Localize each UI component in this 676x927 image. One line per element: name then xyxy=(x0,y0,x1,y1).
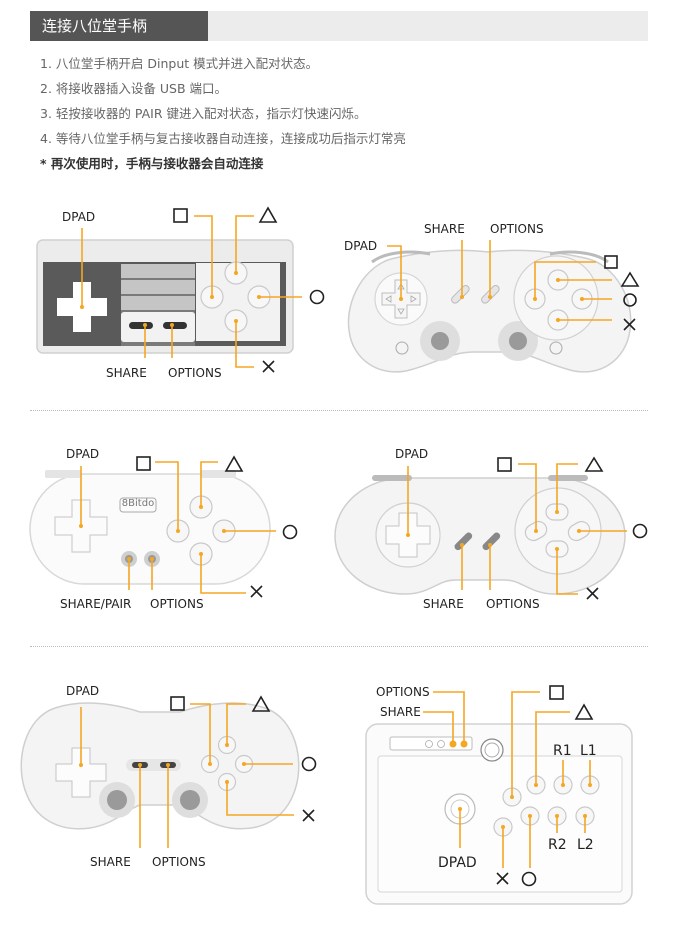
n30-controller xyxy=(20,695,317,848)
c3-dpad-label: DPAD xyxy=(66,447,100,461)
arcade-stick xyxy=(365,685,633,905)
c3-options-label: OPTIONS xyxy=(150,597,204,611)
c2-options-label: OPTIONS xyxy=(490,222,544,236)
c1-share-label: SHARE xyxy=(106,366,147,380)
step-4: 4. 等待八位堂手柄与复古接收器自动连接，连接成功后指示灯常亮 xyxy=(40,131,406,146)
reconnect-note: * 再次使用时，手柄与接收器会自动连接 xyxy=(40,156,264,171)
section-title: 连接八位堂手柄 xyxy=(30,11,208,41)
section-header: 连接八位堂手柄 xyxy=(30,11,648,41)
c6-l2-label: L2 xyxy=(577,837,594,853)
step-1: 1. 八位堂手柄开启 Dinput 模式并进入配对状态。 xyxy=(40,56,319,71)
c4-share-label: SHARE xyxy=(423,597,464,611)
c2-share-label: SHARE xyxy=(424,222,465,236)
c6-dpad-label: DPAD xyxy=(438,855,477,871)
c5-share-label: SHARE xyxy=(90,855,131,869)
instruction-list: 1. 八位堂手柄开启 Dinput 模式并进入配对状态。 2. 将接收器插入设备… xyxy=(40,54,406,179)
c6-l1-label: L1 xyxy=(580,743,597,759)
step-2: 2. 将接收器插入设备 USB 端口。 xyxy=(40,81,228,96)
c3-share-pair-label: SHARE/PAIR xyxy=(60,597,132,611)
c4-options-label: OPTIONS xyxy=(486,597,540,611)
nes-controller xyxy=(36,206,325,373)
c1-options-label: OPTIONS xyxy=(168,366,222,380)
step-3: 3. 轻按接收器的 PAIR 键进入配对状态，指示灯快速闪烁。 xyxy=(40,106,367,121)
divider-2 xyxy=(30,646,648,647)
c6-options-label: OPTIONS xyxy=(376,685,430,699)
c6-r2-label: R2 xyxy=(548,837,567,853)
c5-options-label: OPTIONS xyxy=(152,855,206,869)
c6-share-label: SHARE xyxy=(380,705,421,719)
c2-dpad-label: DPAD xyxy=(344,239,378,253)
c5-dpad-label: DPAD xyxy=(66,684,100,698)
c1-dpad-label: DPAD xyxy=(62,210,96,224)
sn30-pro-controller xyxy=(347,240,640,373)
c3-brand-logo: 8Bitdo xyxy=(121,498,155,509)
c4-dpad-label: DPAD xyxy=(395,447,429,461)
sn30-controller xyxy=(334,456,648,600)
c6-r1-label: R1 xyxy=(553,743,572,759)
divider-1 xyxy=(30,410,648,411)
zero-controller xyxy=(29,455,298,598)
